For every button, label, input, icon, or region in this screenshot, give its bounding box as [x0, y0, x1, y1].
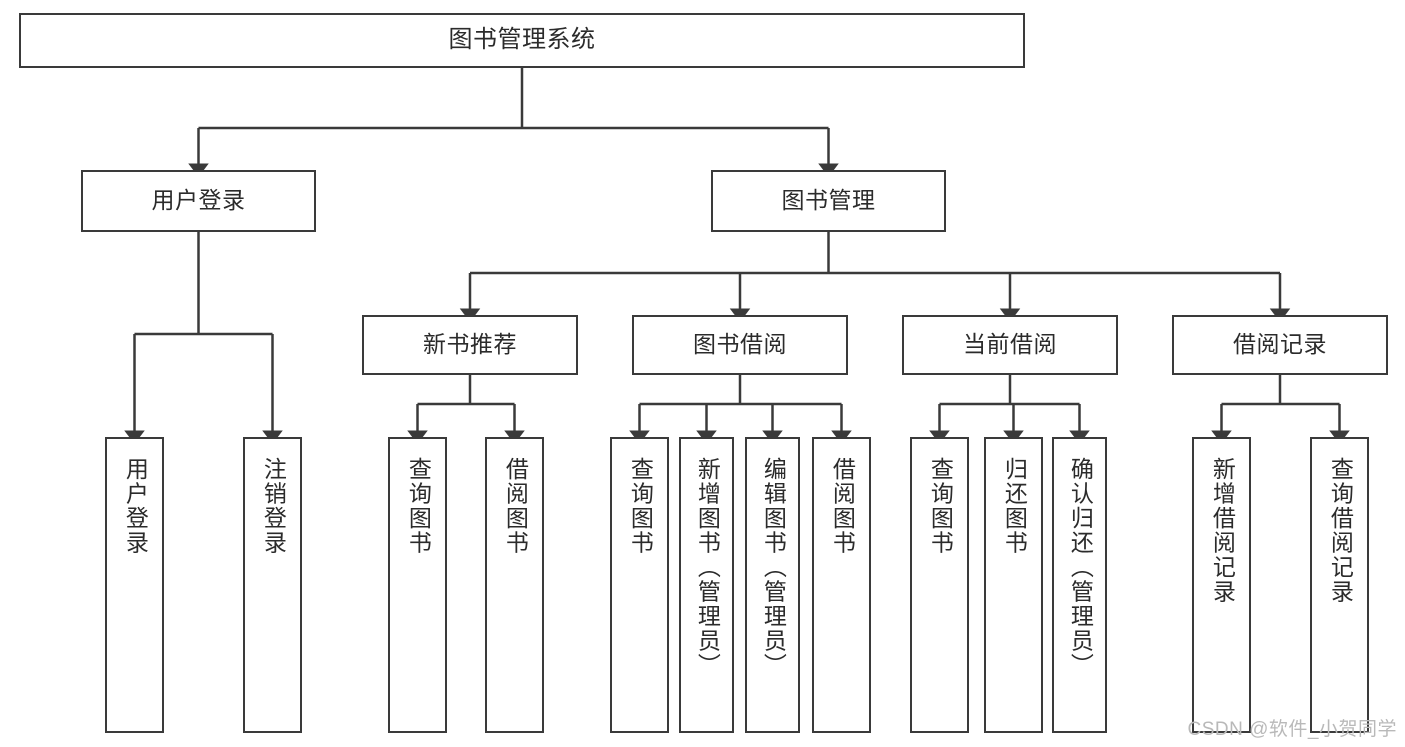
node-leaf-query-book-borrow[interactable]: 查询图书	[610, 437, 669, 733]
node-label: 图书管理	[781, 187, 876, 214]
node-leaf-confirm-return[interactable]: 确认归还（管理员）	[1052, 437, 1107, 733]
node-leaf-edit-book[interactable]: 编辑图书（管理员）	[745, 437, 800, 733]
node-leaf-add-record[interactable]: 新增借阅记录	[1192, 437, 1251, 733]
node-label: 图书管理系统	[448, 26, 596, 54]
node-label: 图书借阅	[693, 331, 787, 358]
node-label: 注销登录	[260, 457, 287, 555]
node-user-login[interactable]: 用户登录	[81, 170, 316, 232]
node-label: 查询借阅记录	[1327, 457, 1354, 604]
node-label: 归还图书	[1001, 457, 1028, 555]
node-new-book-rec[interactable]: 新书推荐	[362, 315, 578, 375]
node-label: 确认归还（管理员）	[1067, 457, 1094, 678]
node-book-borrow[interactable]: 图书借阅	[632, 315, 848, 375]
node-label: 借阅记录	[1233, 331, 1327, 358]
node-leaf-borrow-book-rec[interactable]: 借阅图书	[485, 437, 544, 733]
node-borrow-record[interactable]: 借阅记录	[1172, 315, 1388, 375]
node-label: 当前借阅	[963, 331, 1057, 358]
node-leaf-borrow-book[interactable]: 借阅图书	[812, 437, 871, 733]
node-leaf-return-book[interactable]: 归还图书	[984, 437, 1043, 733]
node-label: 新增图书（管理员）	[694, 457, 721, 678]
node-leaf-add-book[interactable]: 新增图书（管理员）	[679, 437, 734, 733]
node-root[interactable]: 图书管理系统	[19, 13, 1025, 68]
node-label: 用户登录	[151, 187, 246, 214]
node-leaf-user-login[interactable]: 用户登录	[105, 437, 164, 733]
node-current-borrow[interactable]: 当前借阅	[902, 315, 1118, 375]
node-label: 借阅图书	[502, 457, 529, 555]
node-label: 查询图书	[927, 457, 954, 555]
node-label: 编辑图书（管理员）	[760, 457, 787, 678]
node-leaf-query-book-current[interactable]: 查询图书	[910, 437, 969, 733]
node-leaf-user-logout[interactable]: 注销登录	[243, 437, 302, 733]
node-label: 用户登录	[122, 457, 149, 555]
node-leaf-query-record[interactable]: 查询借阅记录	[1310, 437, 1369, 733]
node-book-manage[interactable]: 图书管理	[711, 170, 946, 232]
node-label: 新书推荐	[423, 331, 517, 358]
node-leaf-query-book-rec[interactable]: 查询图书	[388, 437, 447, 733]
node-label: 借阅图书	[829, 457, 856, 555]
node-label: 查询图书	[627, 457, 654, 555]
node-label: 新增借阅记录	[1209, 457, 1236, 604]
node-label: 查询图书	[405, 457, 432, 555]
